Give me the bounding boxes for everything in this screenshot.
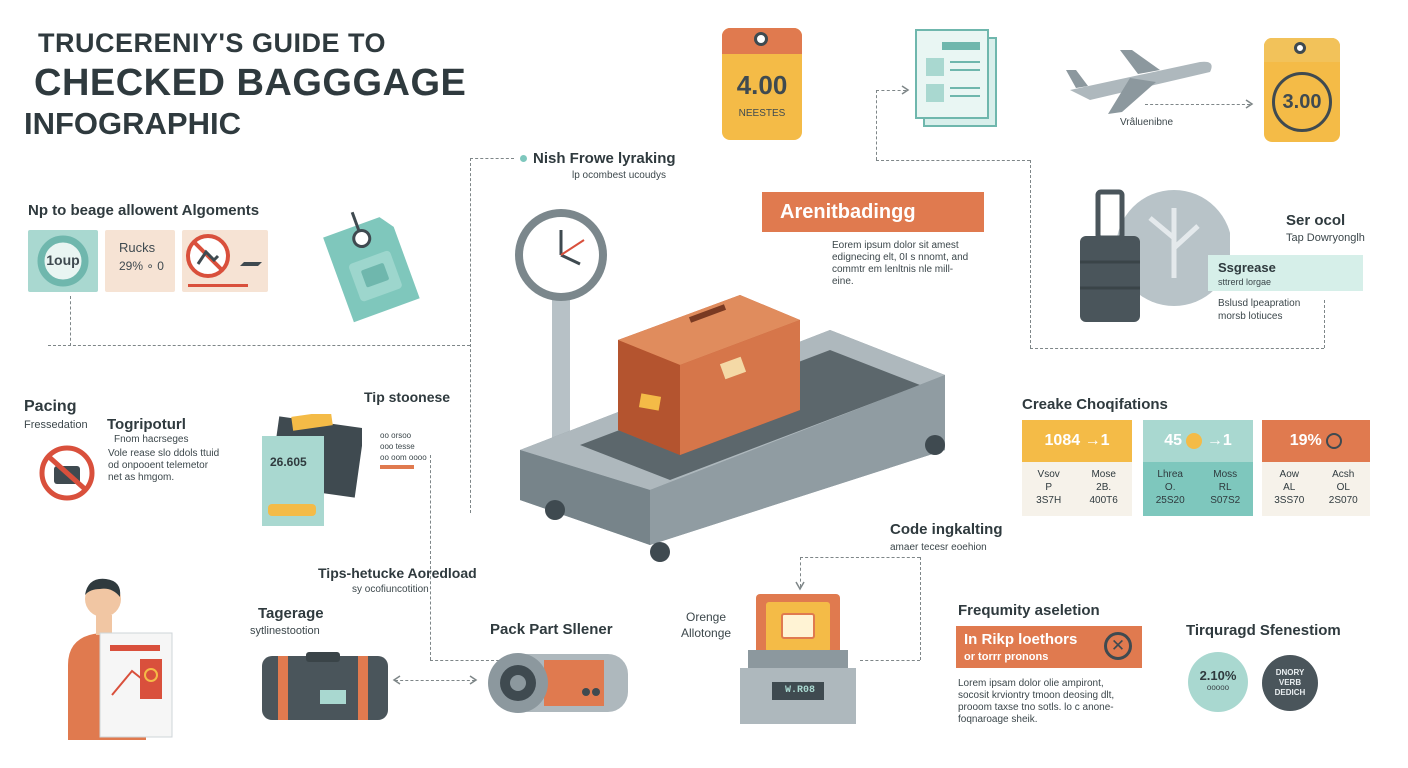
person-illustration	[68, 578, 173, 740]
orenge-line2: Allotonge	[681, 626, 732, 640]
connector-line	[920, 557, 921, 660]
suitcase-tree-icon	[1080, 189, 1230, 322]
connector-line	[430, 455, 431, 660]
orenge-line1: Orenge	[686, 610, 727, 624]
kiosk-scale-icon	[740, 594, 856, 724]
tips-heading: Tips-hetucke Aoredload	[318, 565, 477, 581]
connector-line	[430, 660, 550, 661]
connector-line	[1145, 104, 1250, 105]
connector-line	[876, 90, 906, 91]
connector-line	[1030, 160, 1031, 348]
tag-hole-icon	[754, 32, 768, 46]
connector-line	[876, 160, 1030, 161]
tips-sub: sy ocofiuncotition	[352, 584, 429, 595]
allowance-card-2: Rucks 29% ∘ 0	[105, 230, 175, 292]
airplane-icon	[1066, 50, 1212, 114]
pacing-sub: Fressedation	[24, 419, 88, 431]
tip-card-value: 26.605	[270, 455, 307, 469]
arenit-banner: Arenitbadingg	[762, 192, 984, 232]
tagerage-sub: sytlinestootion	[250, 625, 320, 637]
price-tag-right: 3.00	[1264, 38, 1340, 142]
tag-hole-icon	[1294, 42, 1306, 54]
pacing-heading: Pacing	[24, 398, 77, 415]
code-sub: amaer tecesr eoehion	[890, 542, 987, 553]
right-panel-body-2: morsb lotiuces	[1218, 311, 1283, 322]
no-liquids-icon	[186, 234, 262, 287]
right-panel-sub: Tap Dowryonglh	[1286, 232, 1365, 244]
connector-line	[395, 680, 475, 681]
connector-line	[876, 90, 877, 160]
luggage-scale-illustration	[515, 209, 945, 562]
frequ-banner: In Rikp loethors or torrr pronons ✕	[956, 626, 1142, 668]
connector-line	[70, 296, 71, 346]
right-panel-bar: Ssgrease sttrerd lorgae	[1208, 255, 1363, 291]
no-icon	[1326, 433, 1343, 449]
allowance-card-1: 1oup	[28, 230, 98, 292]
kiosk-screen: W.R08	[784, 685, 815, 696]
connector-line	[470, 158, 471, 513]
tip-side-bar	[380, 465, 414, 469]
tagerage-heading: Tagerage	[258, 605, 324, 622]
tirquragd-heading: Tirquragd Sfenestiom	[1186, 622, 1341, 639]
scale-top-heading: Nish Frowe lyraking	[520, 150, 676, 168]
frequ-body: Lorem ipsam dolor olie ampiront, socosit…	[958, 678, 1115, 725]
tip-side-text: oo orsoo ooo tesse oo oom oooo	[380, 431, 427, 462]
close-x-icon: ✕	[1104, 632, 1132, 660]
pacing-h2: Togripoturl	[107, 416, 186, 433]
tip-heading: Tip stoonese	[364, 389, 451, 405]
connector-line	[860, 660, 920, 661]
title-line-3: INFOGRAPHIC	[24, 106, 241, 141]
frequ-heading: Frequmity aseletion	[958, 602, 1100, 619]
connector-line	[800, 557, 801, 587]
checks-heading: Creake Choqifations	[1022, 396, 1168, 413]
luggage-tag-icon	[323, 211, 420, 323]
duffel-bag-icon	[262, 652, 388, 720]
pacing-h2-sub: Fnom hacrseges	[114, 434, 189, 445]
gauge-icon	[37, 235, 89, 287]
pacing-body: Vole rease slo ddols ttuid od onpooent t…	[108, 448, 220, 483]
title-line-2: CHECKED BAGGGAGE	[34, 62, 467, 104]
title-line-1: TRUCERENIY'S GUIDE TO	[38, 28, 386, 58]
allowance-heading: Np to beage allowent Algoments	[28, 202, 260, 219]
connector-line	[1030, 348, 1324, 349]
pack-heading: Pack Part Sllener	[490, 621, 613, 638]
stat-circle-2: DNORY VERB DEDICH	[1262, 655, 1318, 711]
coin-icon	[1186, 433, 1203, 449]
roll-bag-icon	[488, 653, 628, 713]
tip-card-stack	[262, 414, 362, 526]
document-icon	[915, 29, 997, 127]
arenit-body: Eorem ipsum dolor sit amest edignecing e…	[832, 240, 969, 287]
stat-circle-1: 2.10% ooooo	[1188, 652, 1248, 712]
connector-line	[800, 557, 920, 558]
connector-line	[470, 158, 514, 159]
scale-top-sub: lp ocombest ucoudys	[572, 170, 666, 181]
plane-caption: Vrâluenibne	[1120, 117, 1174, 128]
no-bag-icon	[39, 445, 95, 501]
code-heading: Code ingkalting	[890, 521, 1003, 538]
allowance-card-3	[182, 230, 268, 292]
right-panel-body-1: Bslusd lpeapration	[1218, 298, 1301, 309]
price-tag-left: 4.00 NEESTES	[722, 28, 802, 140]
connector-line	[1324, 300, 1325, 348]
bullet-dot	[520, 155, 527, 163]
right-panel-heading: Ser ocol	[1286, 212, 1346, 229]
connector-line	[48, 345, 470, 346]
